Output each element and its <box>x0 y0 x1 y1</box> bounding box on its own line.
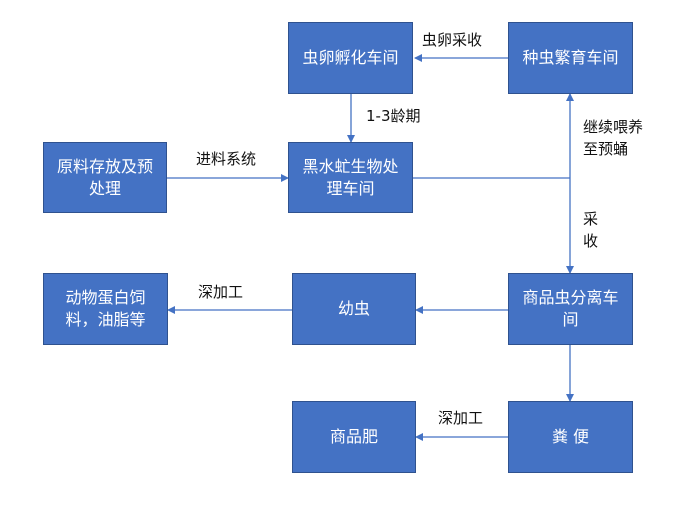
label-continue-feeding-1: 继续喂养 <box>583 118 644 136</box>
node-raw-material: 原料存放及预处理 <box>43 142 167 213</box>
node-separation-room: 商品虫分离车间 <box>508 273 633 345</box>
node-frass: 粪 便 <box>508 401 633 473</box>
node-larvae: 幼虫 <box>292 273 416 345</box>
label-deep-process-top: 深加工 <box>198 283 244 301</box>
label-feed-system: 进料系统 <box>196 150 257 168</box>
node-fertilizer: 商品肥 <box>292 401 416 473</box>
label-harvest-1: 采 <box>583 210 599 228</box>
node-bsf-room: 黑水虻生物处理车间 <box>288 142 413 213</box>
label-egg-collect: 虫卵采收 <box>422 31 483 49</box>
node-protein-product: 动物蛋白饲料，油脂等 <box>43 273 168 345</box>
label-instar: 1-3龄期 <box>366 107 421 125</box>
label-deep-process-bottom: 深加工 <box>438 409 484 427</box>
node-hatching-room: 虫卵孵化车间 <box>288 22 413 94</box>
label-continue-feeding-2: 至预蛹 <box>583 140 629 158</box>
node-breeding-room: 种虫繁育车间 <box>508 22 633 94</box>
label-harvest-2: 收 <box>583 232 599 250</box>
